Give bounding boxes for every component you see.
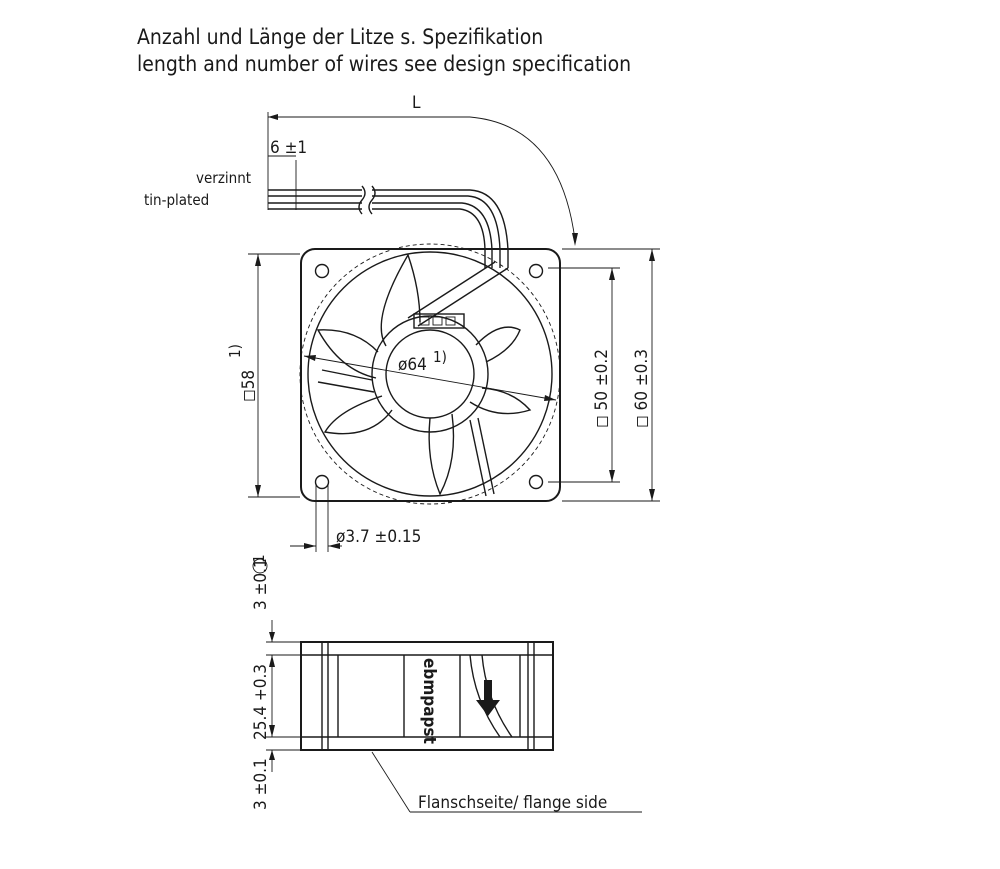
- heading-german: Anzahl und Länge der Litze s. Spezifikat…: [137, 25, 543, 49]
- square-58-dimension: ◻58 1): [226, 253, 300, 498]
- square-50-label: ◻ 50 ±0.2: [592, 349, 612, 428]
- brand-label: ebmpapst: [419, 658, 439, 744]
- side-height-dimensions: 3 ±0.1 1 25.4 +0.3 3 ±0.1: [250, 554, 300, 810]
- mounting-holes: [314, 263, 544, 490]
- strip-length-label: 6 ±1: [270, 138, 307, 158]
- flange-side-label: Flanschseite/ flange side: [418, 793, 607, 813]
- height-label: 25.4 +0.3: [251, 664, 271, 740]
- square-58-label: ◻58: [239, 370, 259, 402]
- flange-top-mark: 1: [250, 554, 268, 563]
- flange-bottom-label: 3 ±0.1: [251, 758, 271, 810]
- hole-diameter-dimension: ø3.7 ±0.15: [290, 484, 421, 552]
- flange-top-label: 3 ±0.1: [251, 558, 271, 610]
- tin-plated-label-en: tin-plated: [144, 191, 209, 209]
- square-50-dimension: ◻ 50 ±0.2: [548, 267, 620, 483]
- fan-front-view: ø64 1): [299, 243, 561, 505]
- square-58-note: 1): [226, 344, 244, 358]
- square-60-dimension: ◻ 60 ±0.3: [562, 248, 660, 502]
- strip-length-dimension: 6 ±1: [268, 138, 307, 210]
- fan-diameter-note: 1): [433, 348, 447, 366]
- flange-side-leader: Flanschseite/ flange side: [371, 751, 642, 813]
- square-60-label: ◻ 60 ±0.3: [632, 349, 652, 428]
- heading-english: length and number of wires see design sp…: [137, 52, 631, 76]
- tin-plated-label-de: verzinnt: [196, 169, 251, 187]
- hole-diameter-label: ø3.7 ±0.15: [336, 527, 421, 547]
- fan-diameter-label: ø64: [398, 355, 427, 375]
- fan-side-view: ebmpapst: [300, 641, 554, 751]
- wire-length-dimension: L: [267, 93, 578, 246]
- length-label: L: [412, 93, 421, 113]
